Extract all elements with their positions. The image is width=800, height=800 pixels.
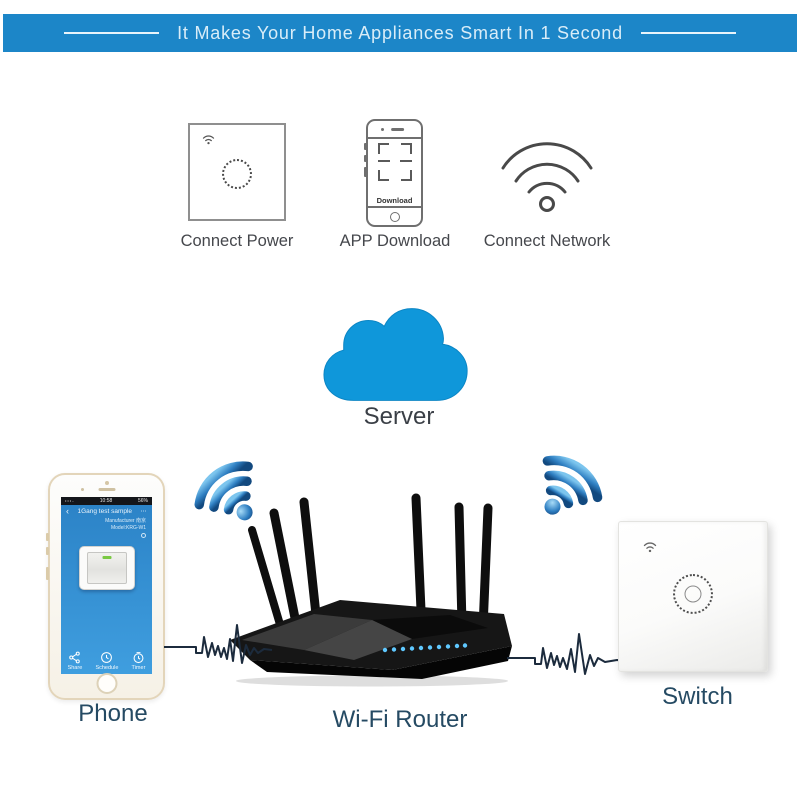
timer-icon [133, 652, 144, 664]
home-button-outline-icon [389, 212, 400, 222]
wifi-signal-left-icon [194, 461, 253, 521]
phone-device: •••᎐ 10:58 56% ‹ 1Gang test sample ⋯ Man… [46, 473, 165, 700]
wifi-signal-right-icon [542, 455, 603, 515]
step-label-connect-network: Connect Network [483, 232, 611, 250]
router-label: Wi-Fi Router [332, 706, 468, 733]
router-led-row [382, 643, 468, 653]
qr-code-icon [377, 143, 412, 181]
app-nav-bar: ‹ 1Gang test sample ⋯ [61, 505, 152, 516]
model-text: Model:KRG-W1 [110, 524, 146, 531]
phone-screen: •••᎐ 10:58 56% ‹ 1Gang test sample ⋯ Man… [61, 497, 152, 674]
share-label: Share [67, 665, 83, 671]
banner-left-line [64, 32, 160, 34]
switch-graphic[interactable] [78, 546, 135, 590]
touch-ring-icon [222, 158, 252, 189]
phone-download-icon: Download [364, 119, 423, 227]
router-image [230, 493, 512, 687]
banner-title: It Makes Your Home Appliances Smart In 1… [177, 22, 623, 43]
signal-wave-left [164, 624, 273, 664]
schedule-icon [101, 652, 113, 663]
download-text: Download [376, 196, 413, 205]
status-bar: •••᎐ 10:58 56% [61, 497, 152, 505]
manufacturer-text: Manufacturer 南京 [105, 518, 146, 524]
timer-label: Timer [131, 665, 146, 671]
app-toolbar: Share Schedule Timer [61, 651, 152, 671]
mute-switch [46, 567, 49, 580]
rocker-button[interactable] [86, 552, 127, 584]
share-icon [69, 651, 81, 664]
home-button[interactable] [96, 673, 117, 694]
banner-right-line [640, 32, 736, 34]
switch-label: Switch [662, 683, 733, 710]
status-time: 10:58 [99, 498, 113, 504]
share-button[interactable]: Share [67, 651, 83, 671]
cloud-icon [323, 308, 468, 401]
banner: It Makes Your Home Appliances Smart In 1… [3, 14, 797, 52]
settings-icon[interactable] [141, 532, 146, 538]
app-title: 1Gang test sample [77, 507, 133, 515]
signal-wave-right [507, 633, 628, 675]
wifi-mini-icon [202, 135, 215, 145]
touch-button-icon[interactable] [684, 585, 702, 603]
signal-icon: •••᎐ [65, 498, 75, 503]
menu-icon[interactable]: ⋯ [140, 508, 147, 515]
volume-button [46, 533, 49, 541]
schedule-label: Schedule [95, 665, 119, 671]
camera-dot-icon [104, 481, 109, 485]
phone-label: Phone [78, 700, 148, 727]
wifi-outline-icon [501, 142, 593, 212]
timer-button[interactable]: Timer [131, 651, 146, 671]
smart-switch-outline-icon [188, 123, 286, 221]
step-label-app-download: APP Download [339, 232, 451, 250]
device-info: Manufacturer 南京 Model:KRG-W1 [61, 518, 152, 540]
wifi-mini-icon [643, 542, 657, 553]
back-icon[interactable]: ‹ [66, 506, 69, 516]
server-label: Server [363, 403, 435, 430]
schedule-button[interactable]: Schedule [95, 651, 118, 671]
volume-button [46, 547, 49, 555]
touch-ring-icon[interactable] [673, 573, 713, 614]
step-label-connect-power: Connect Power [180, 232, 294, 250]
speaker-icon [98, 488, 115, 491]
status-battery: 56% [137, 498, 148, 504]
switch-panel-device [618, 521, 768, 672]
